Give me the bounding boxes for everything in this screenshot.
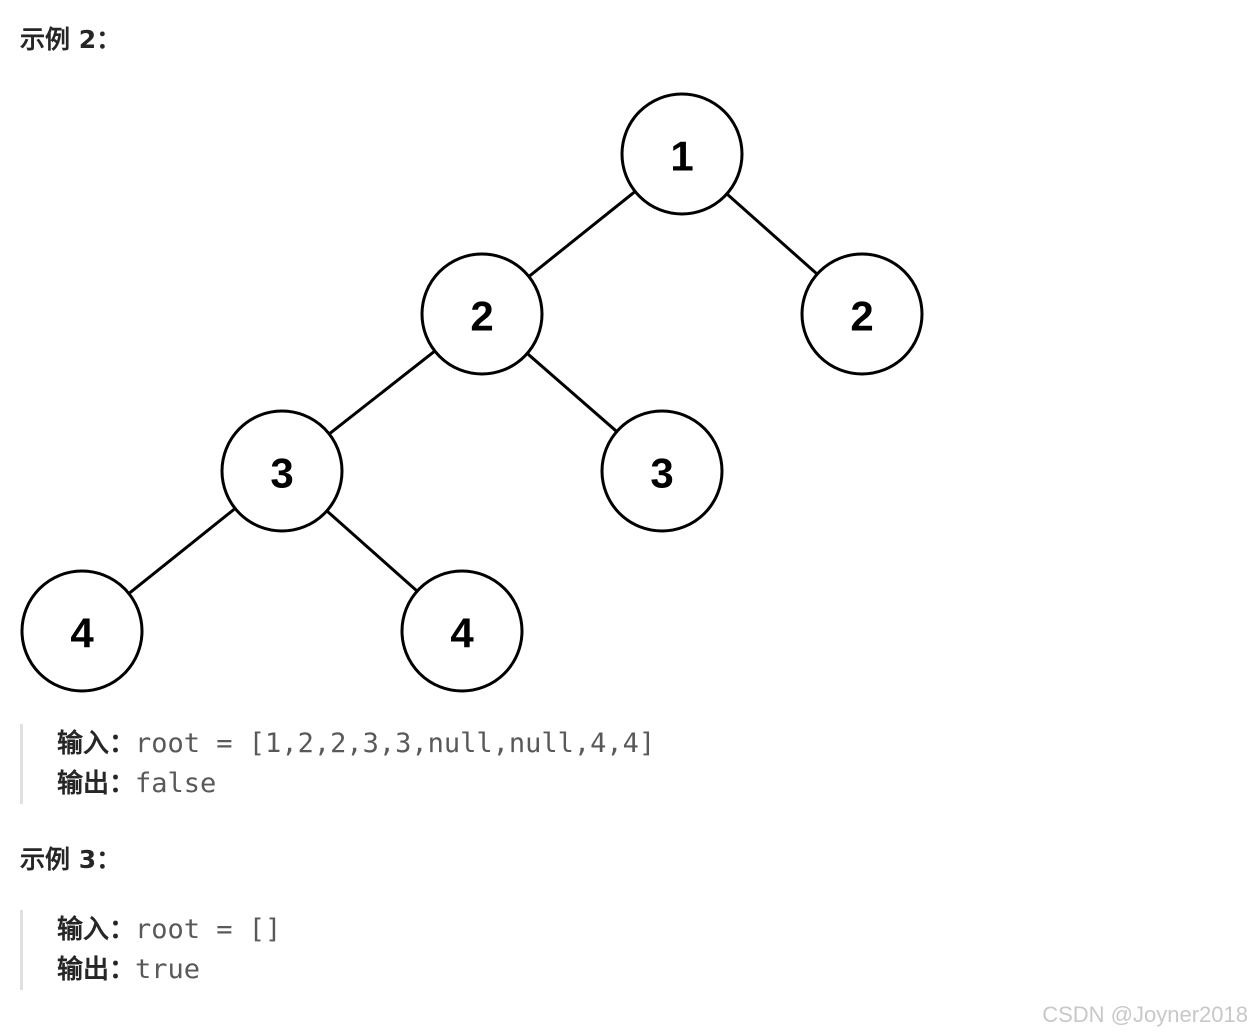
output-label: 输出： xyxy=(57,769,136,799)
tree-node-circle xyxy=(20,569,144,693)
tree-node-circle xyxy=(220,409,344,533)
input-value: root = [1,2,2,3,3,null,null,4,4] xyxy=(135,728,656,759)
tree-edge xyxy=(127,507,237,595)
tree-nodes: 1 2 2 3 3 4 4 xyxy=(20,92,924,693)
input-line: 输入：root = [] xyxy=(57,910,281,950)
tree-node-value: 4 xyxy=(70,610,94,657)
input-line: 输入：root = [1,2,2,3,3,null,null,4,4] xyxy=(57,724,655,764)
tree-node-value: 2 xyxy=(850,293,873,340)
tree-node-circle xyxy=(400,569,524,693)
tree-edge xyxy=(325,509,419,593)
tree-node: 1 xyxy=(620,92,744,216)
tree-node-circle xyxy=(420,252,544,376)
binary-tree-diagram: 1 2 2 3 3 4 4 xyxy=(20,92,924,693)
tree-node-value: 3 xyxy=(650,450,673,497)
output-line: 输出：false xyxy=(57,764,655,804)
tree-node: 2 xyxy=(800,252,924,376)
tree-edge xyxy=(725,192,819,276)
tree-node-value: 4 xyxy=(450,610,474,657)
tree-node-value: 1 xyxy=(670,133,693,180)
csdn-watermark: CSDN @Joyner2018 xyxy=(1042,1002,1248,1027)
example-3-heading: 示例 3： xyxy=(20,845,122,874)
tree-node: 4 xyxy=(400,569,524,693)
example-3-io-block: 输入：root = [] 输出：true xyxy=(20,910,281,990)
example-2-io-block: 输入：root = [1,2,2,3,3,null,null,4,4] 输出：f… xyxy=(20,724,655,804)
output-line: 输出：true xyxy=(57,950,281,990)
tree-node-circle xyxy=(800,252,924,376)
tree-edges xyxy=(127,190,819,595)
tree-node: 3 xyxy=(600,409,724,533)
output-label: 输出： xyxy=(57,955,136,985)
input-label: 输入： xyxy=(57,915,136,945)
tree-node: 3 xyxy=(220,409,344,533)
input-label: 输入： xyxy=(57,729,136,759)
input-value: root = [] xyxy=(135,914,282,945)
tree-node-circle xyxy=(620,92,744,216)
tree-node-value: 2 xyxy=(470,293,493,340)
tree-node-circle xyxy=(600,409,724,533)
tree-node: 4 xyxy=(20,569,144,693)
tree-node-value: 3 xyxy=(270,450,293,497)
tree-node: 2 xyxy=(420,252,544,376)
tree-edge xyxy=(328,349,436,436)
tree-edge xyxy=(527,190,637,278)
example-2-heading: 示例 2： xyxy=(20,25,122,54)
output-value: false xyxy=(135,768,217,799)
tree-edge xyxy=(526,352,618,433)
output-value: true xyxy=(135,954,201,985)
